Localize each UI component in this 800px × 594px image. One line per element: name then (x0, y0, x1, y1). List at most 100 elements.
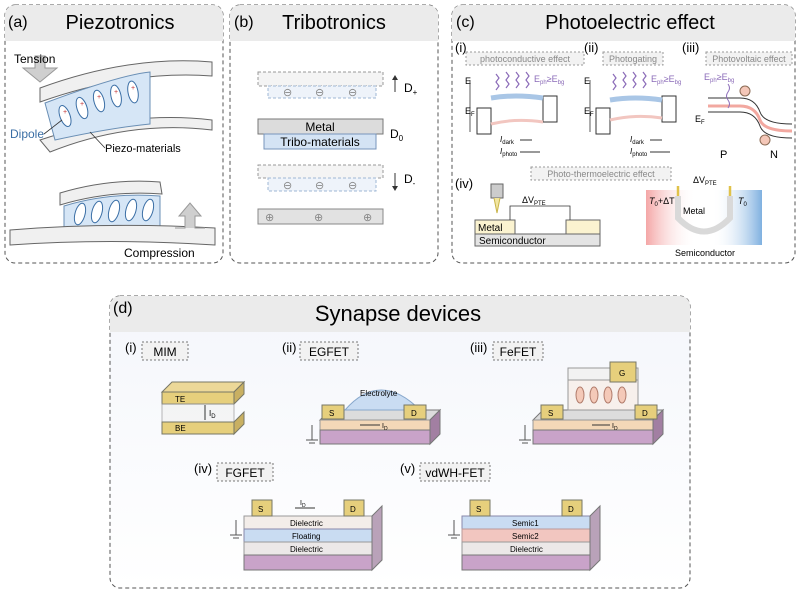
mim-te (161, 391, 235, 405)
photon-iii (726, 83, 730, 109)
svg-text:+: + (114, 89, 118, 96)
fe-id-label: ID (612, 423, 618, 432)
vdwh-semic2-label: Semic2 (512, 532, 539, 541)
hole-iii (759, 134, 771, 146)
contact-left-ii (595, 107, 611, 135)
eg-source-label: S (329, 409, 334, 418)
svg-text:⊖: ⊖ (283, 180, 292, 192)
metal-label-iv: Metal (478, 223, 502, 234)
contact-right-ii (661, 95, 677, 123)
fg-dielectric-top-label: Dielectric (290, 519, 323, 528)
contact-left-i (476, 107, 492, 135)
compression-label: Compression (124, 246, 195, 260)
dipole-label: Dipole (10, 127, 44, 141)
fg-substrate (243, 554, 373, 571)
vdwh-semic1-label: Semic1 (512, 519, 539, 528)
egfet-tag (299, 341, 359, 361)
eg-substrate (319, 429, 431, 445)
e-axis-i: E (465, 76, 471, 86)
laser-head (490, 183, 504, 199)
arrow-d-plus-head (392, 75, 398, 80)
fg-drain (343, 499, 365, 517)
tribo-layer (263, 133, 377, 150)
svg-text:⊕: ⊕ (314, 212, 323, 224)
dipole-group-upper (58, 80, 139, 127)
mim-be-side (233, 410, 245, 436)
c-sub-iv: (iv) (455, 176, 473, 191)
t0-label: T0 (738, 196, 748, 208)
svg-text:+: + (97, 94, 101, 101)
mim-label: MIM (153, 345, 176, 359)
ef-label-iii: EF (695, 114, 705, 126)
eph-label-iii: Eph≥Ebg (704, 72, 734, 84)
semiconductor-arc (675, 196, 733, 235)
fg-drain-label: D (350, 505, 356, 514)
dipole-signs-upper: +++++ (63, 85, 135, 116)
d-sub-iv: (iv) (194, 461, 212, 476)
panel-d: (d) Synapse devices (i) MIM TE BE ID (ii… (109, 295, 691, 589)
ef-label-ii: EF (584, 106, 594, 118)
right-contact-iv (565, 219, 601, 235)
vdwh-drain-label: D (568, 505, 574, 514)
d-sub-ii: (ii) (282, 340, 296, 355)
piezo-materials-label: Piezo-materials (105, 143, 181, 155)
pte-wire (509, 205, 571, 220)
eg-ground-icon (306, 425, 318, 444)
panel-b: (b) Tribotronics ⊖ ⊖ ⊖ D+ Metal Tribo-ma… (229, 4, 439, 264)
svg-text:⊖: ⊖ (348, 87, 357, 99)
fg-dielectric-bottom-label: Dielectric (290, 545, 323, 554)
fefet-label: FeFET (500, 345, 537, 359)
fg-source (251, 499, 273, 517)
photoconductive-tag (465, 51, 585, 66)
fe-gate-label: G (619, 369, 625, 378)
iphoto-i: Iphoto (500, 147, 518, 158)
panel-a-letter: (a) (8, 14, 28, 31)
panel-c-letter: (c) (456, 14, 475, 31)
idark-i: Idark (500, 135, 515, 146)
tension-arrow (21, 55, 59, 83)
dv-pte-right: ΔVPTE (693, 175, 717, 187)
charges-top: ⊖ ⊖ ⊖ (283, 87, 357, 99)
fg-source-label: S (258, 505, 263, 514)
vdwh-ground-icon (448, 520, 460, 539)
svg-text:+: + (80, 101, 84, 108)
tribo-ghost-bottom (267, 177, 377, 192)
svg-text:⊕: ⊕ (363, 212, 372, 224)
eph-label-ii: Eph≥Ebg (651, 74, 681, 86)
panel-b-letter: (b) (234, 14, 254, 31)
svg-text:+: + (63, 109, 67, 116)
n-label: N (770, 149, 778, 161)
semiconductor-label-pte: Semiconductor (675, 248, 735, 258)
photothermo-tag (530, 166, 672, 181)
c-sub-iii: (iii) (682, 40, 699, 55)
fe-substrate (532, 429, 654, 445)
eg-drain-label: D (411, 409, 417, 418)
d-zero-label: D0 (390, 127, 404, 143)
e-axis-ii: E (584, 76, 590, 86)
fg-floating-label: Floating (292, 532, 320, 541)
d-sub-i: (i) (125, 340, 137, 355)
d-plus-label: D+ (404, 81, 418, 97)
charges-bottom: ⊕ ⊕ ⊕ (265, 212, 372, 224)
fgfet-tag (216, 462, 274, 482)
contact-right-i (542, 95, 558, 123)
d-minus-label: D- (404, 172, 416, 188)
mim-insulator (161, 403, 235, 423)
fe-drain-label: D (642, 409, 648, 418)
svg-text:⊖: ⊖ (315, 180, 324, 192)
tribo-label: Tribo-materials (280, 135, 360, 149)
arrow-d-minus-head (392, 186, 398, 191)
panel-a: (a) Piezotronics Tension +++++ Dipole Pi… (4, 4, 224, 264)
svg-text:⊖: ⊖ (348, 180, 357, 192)
electron-iii (739, 85, 751, 97)
fgfet-label: FGFET (225, 466, 265, 480)
photons-i (495, 71, 530, 91)
metal-ghost-top (257, 71, 384, 87)
panel-b-title: Tribotronics (282, 12, 386, 34)
lower-beam-top (59, 180, 163, 206)
vdwh-dielectric-label: Dielectric (510, 545, 543, 554)
vdwh-source-label: S (476, 505, 481, 514)
idark-ii: Idark (630, 135, 645, 146)
panel-d-title: Synapse devices (315, 301, 481, 326)
